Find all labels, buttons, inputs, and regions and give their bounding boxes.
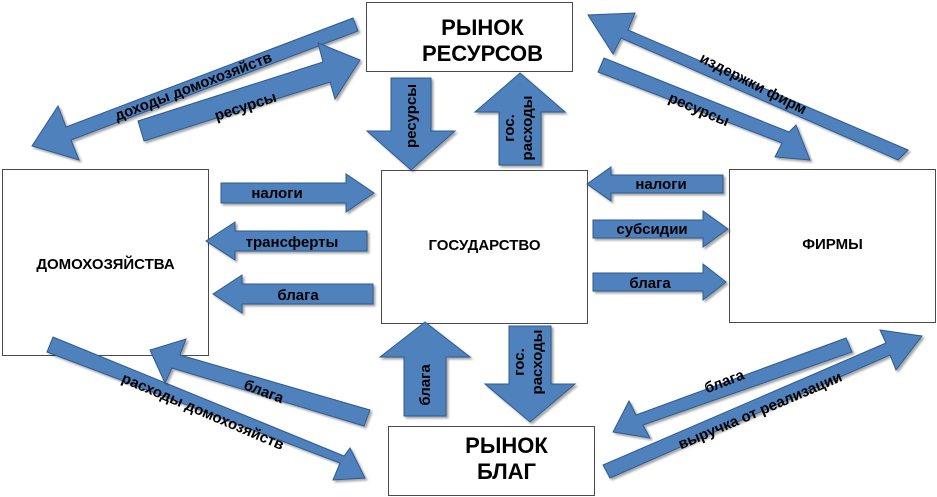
label-gov-spending-goods-1: гос. [511, 348, 528, 376]
resource-market-line1: РЫНОК [441, 15, 524, 40]
arrow-gov-resources: ресурсы [365, 77, 457, 171]
label-gov-spending-goods-2: расходы [529, 330, 546, 395]
label-household-taxes: налоги [251, 185, 302, 202]
label-gov-resources: ресурсы [403, 84, 420, 148]
arrow-sales-revenue: выручка от реализации [602, 329, 923, 479]
label-transfers: трансферты [246, 234, 339, 251]
label-firm-goods-gov: блага [629, 275, 671, 292]
goods-market-line2: БЛАГ [476, 459, 537, 484]
arrow-firm-goods-gov: блага [592, 262, 727, 302]
resource-market-box: РЫНОК РЕСУРСОВ [366, 2, 573, 72]
resource-market-line2: РЕСУРСОВ [421, 41, 544, 66]
label-household-goods-gov: блага [277, 287, 319, 304]
arrow-gov-goods: блага [378, 321, 472, 417]
arrow-household-goods: блага [149, 338, 371, 427]
label-gov-goods: блага [417, 364, 434, 406]
label-gov-spending-resources-1: гос. [501, 114, 518, 142]
arrow-gov-spending-resources: гос. расходы [473, 72, 567, 166]
firms-label: ФИРМЫ [802, 236, 863, 253]
firms-box: ФИРМЫ [729, 169, 936, 323]
label-firm-taxes: налоги [635, 176, 686, 193]
households-box: ДОМОХОЗЯЙСТВА [2, 169, 209, 356]
label-subsidies: субсидии [616, 221, 687, 238]
goods-market-line1: РЫНОК [465, 433, 548, 458]
label-gov-spending-resources-2: расходы [519, 96, 536, 161]
goods-market-box: РЫНОК БЛАГ [388, 426, 595, 496]
government-box: ГОСУДАРСТВО [381, 170, 588, 324]
government-label: ГОСУДАРСТВО [428, 237, 541, 254]
arrow-subsidies: субсидии [592, 210, 729, 248]
arrow-gov-spending-goods: гос. расходы [483, 325, 577, 423]
arrow-household-goods-gov: блага [212, 274, 374, 314]
arrow-firm-taxes: налоги [586, 166, 724, 202]
arrow-transfers: трансферты [205, 221, 368, 261]
households-label: ДОМОХОЗЯЙСТВА [36, 256, 175, 273]
arrow-household-taxes: налоги [220, 173, 375, 213]
